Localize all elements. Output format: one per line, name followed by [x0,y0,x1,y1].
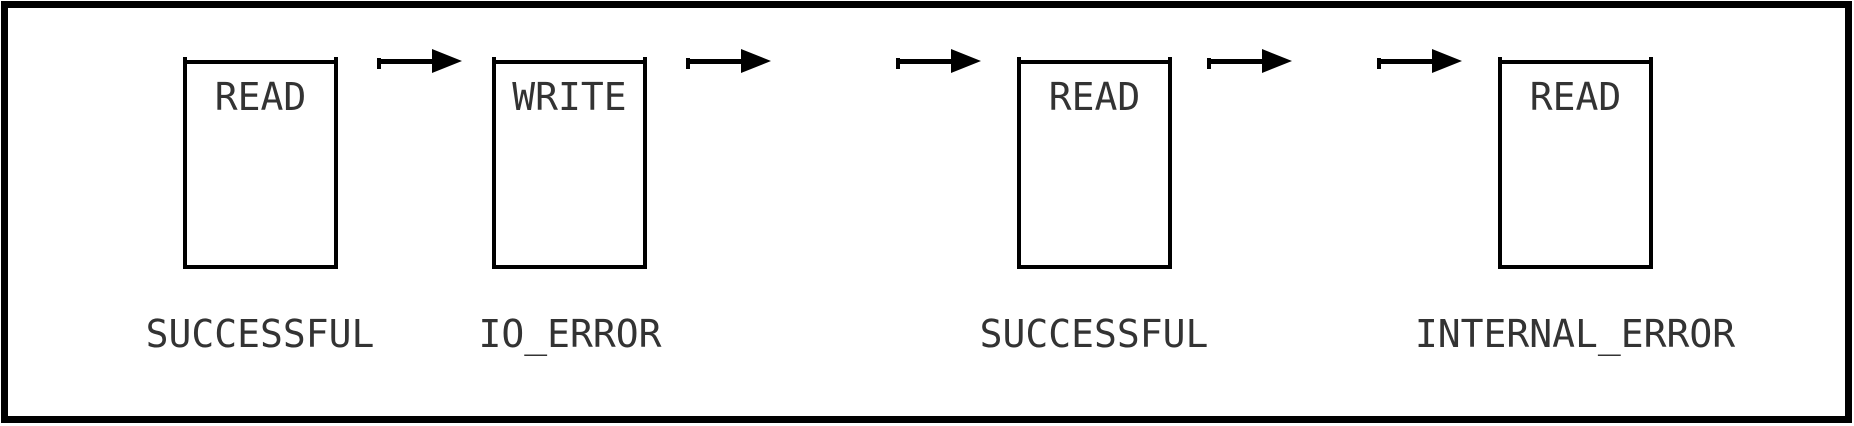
operation-label: READ [214,75,307,119]
arrow-right-icon [377,49,462,74]
arrow-right-icon [1207,49,1292,74]
arrow-right-icon [1377,49,1462,74]
arrow-right-icon [686,49,771,74]
arrow-head [1432,49,1462,73]
arrow-shaft [896,59,957,64]
arrow-head [741,49,771,73]
arrow-head [951,49,981,73]
operation-box: READ [1498,57,1653,269]
result-label: SUCCESSFUL [979,312,1209,356]
operation-box: READ [183,57,338,269]
operation-label: READ [1529,75,1622,119]
arrow-shaft [1377,59,1438,64]
result-label: IO_ERROR [478,312,662,356]
arrow-head [1262,49,1292,73]
arrow-shaft [1207,59,1268,64]
arrow-head [432,49,462,73]
operation-box: READ [1017,57,1172,269]
arrow-shaft [686,59,747,64]
result-label: SUCCESSFUL [145,312,375,356]
operation-label: READ [1048,75,1141,119]
arrow-right-icon [896,49,981,74]
result-label: INTERNAL_ERROR [1414,312,1736,356]
arrow-shaft [377,59,438,64]
operation-label: WRITE [512,75,627,119]
operation-box: WRITE [492,57,647,269]
